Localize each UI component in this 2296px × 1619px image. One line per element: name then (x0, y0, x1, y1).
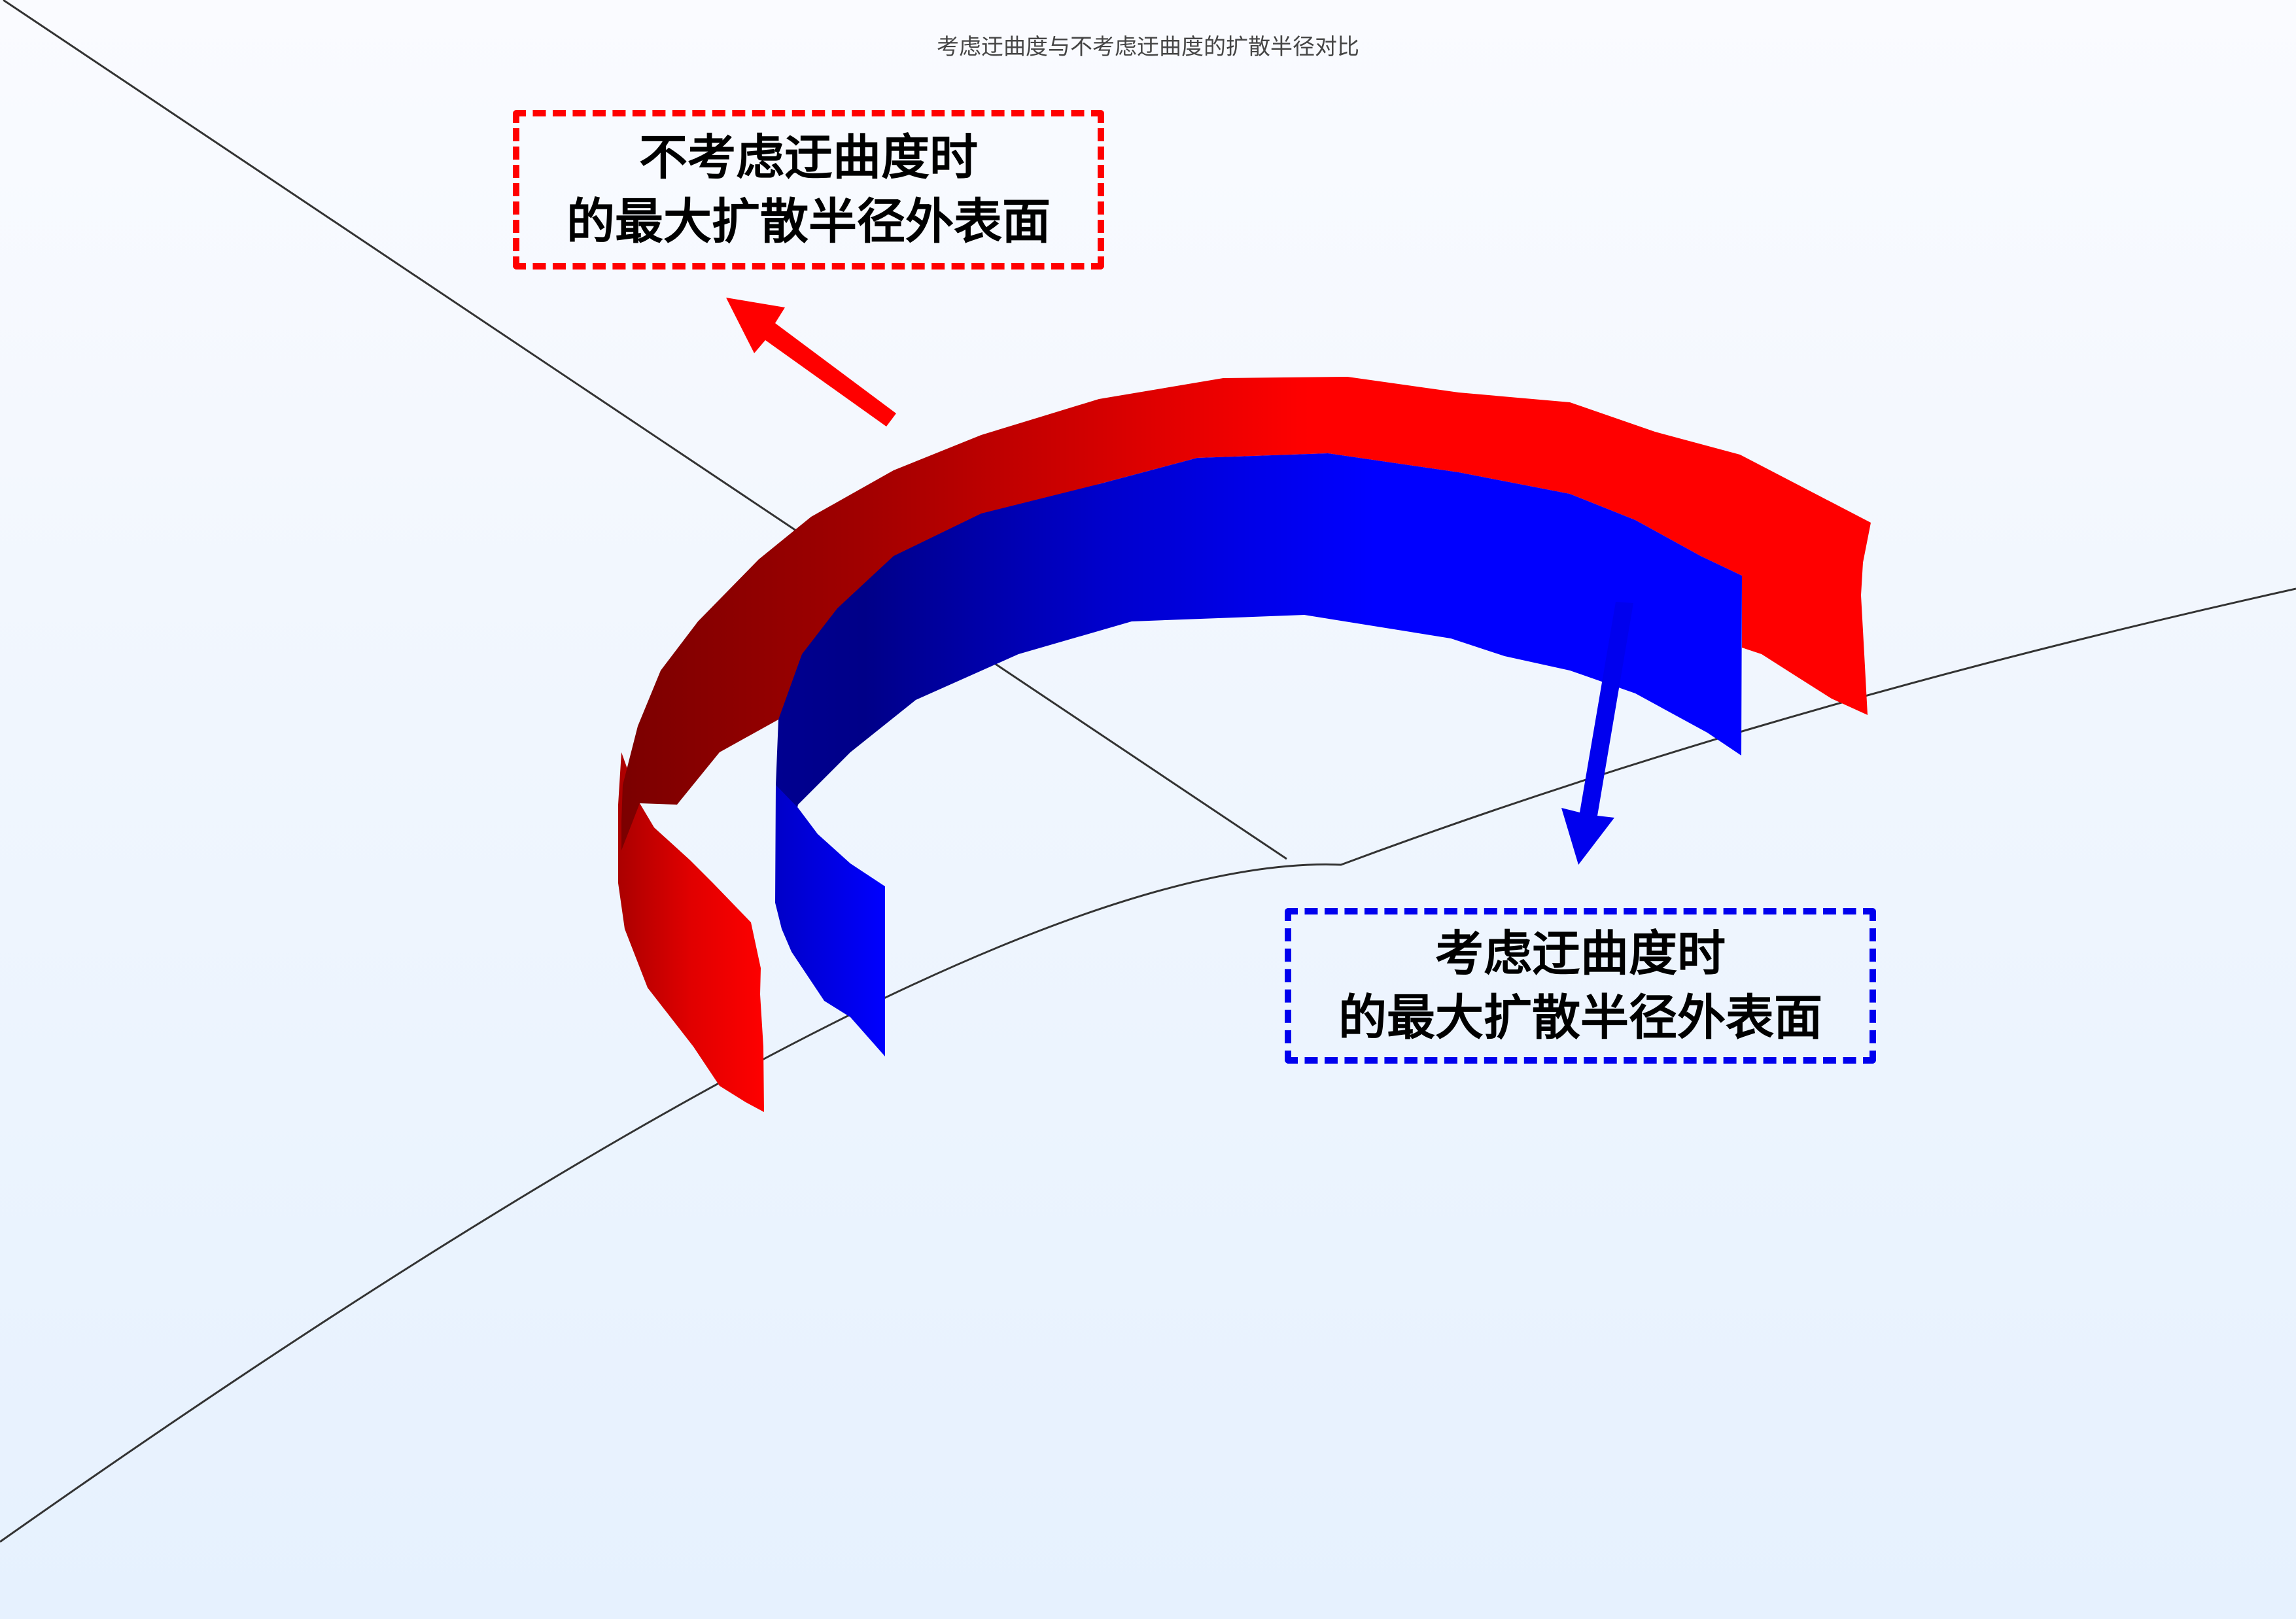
blue-surface-front (775, 785, 885, 1056)
callout-with-tortuosity: 考虑迂曲度时 的最大扩散半径外表面 (1285, 908, 1876, 1064)
callout-red-line1: 不考虑迂曲度时 (639, 130, 978, 186)
callout-blue-line2: 的最大扩散半径外表面 (1338, 990, 1822, 1046)
red-surface-front (618, 752, 764, 1112)
callout-without-tortuosity: 不考虑迂曲度时 的最大扩散半径外表面 (513, 110, 1104, 270)
red-arrow (726, 298, 896, 427)
figure-title: 考虑迂曲度与不考虑迂曲度的扩散半径对比 (937, 34, 1359, 60)
callout-blue-line1: 考虑迂曲度时 (1435, 926, 1726, 982)
ground-curve (0, 587, 2296, 1543)
axis-line (3, 0, 1287, 860)
blue-arrow (1561, 602, 1633, 865)
red-surface-arch (621, 377, 1871, 850)
blue-surface (776, 453, 1742, 903)
callout-red-line2: 的最大扩散半径外表面 (566, 194, 1051, 250)
